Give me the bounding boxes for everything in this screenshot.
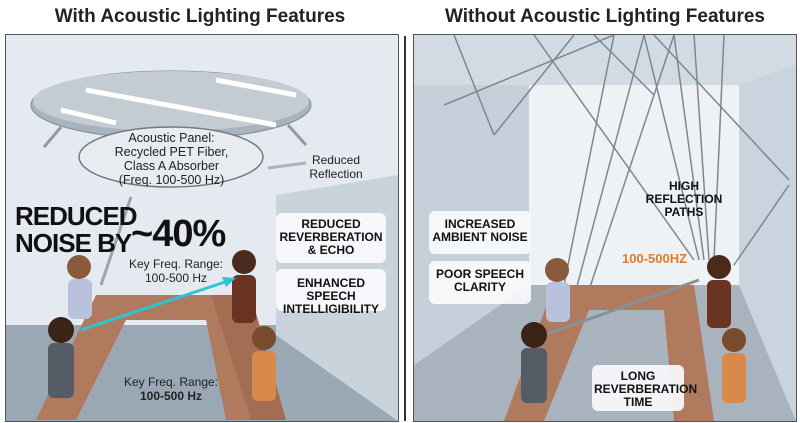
callout-poor-speech: POOR SPEECH CLARITY (429, 261, 531, 304)
callout-line: INCREASED (444, 217, 516, 231)
freq-label: 100-500HZ (622, 251, 688, 266)
noise-reduction-heading: REDUCED NOISE BY (15, 201, 138, 258)
right-scene: INCREASED AMBIENT NOISE POOR SPEECH CLAR… (413, 34, 797, 422)
key-freq-line: Key Freq. Range: (128, 257, 224, 271)
callout-line: REVERBERATION (279, 230, 383, 244)
reflection-label-line: Reduced (311, 153, 361, 167)
noise-line: REDUCED (15, 201, 138, 231)
key-freq-bottom: Key Freq. Range: 100-500 Hz (116, 375, 226, 403)
reduced-reflection-label: Reduced Reflection (296, 153, 376, 181)
callout-line: REDUCED (301, 217, 361, 231)
callout-increased-noise: INCREASED AMBIENT NOISE (429, 211, 531, 254)
callout-line: REVERBERATION (594, 382, 698, 396)
callout-line: ENHANCED SPEECH (296, 276, 365, 303)
panel-label-line: Class A Absorber (123, 159, 220, 173)
panel-label-line: Acoustic Panel: (128, 131, 215, 145)
high-reflection-label: HIGH REFLECTION PATHS (639, 175, 729, 224)
panel-label-line: (Freq. 100-500 Hz) (118, 173, 225, 187)
reflection-line: PATHS (664, 205, 704, 219)
reflection-line: REFLECTION (645, 192, 723, 206)
callout-line: INTELLIGIBILITY (283, 302, 379, 316)
key-freq-line: 100-500 Hz (144, 271, 208, 285)
callout-reduced-reverberation: REDUCED REVERBERATION & ECHO (276, 213, 386, 263)
reflection-label-line: Reflection (309, 167, 363, 181)
key-freq-top: Key Freq. Range: 100-500 Hz (121, 257, 231, 285)
callout-line: CLARITY (454, 280, 506, 294)
speech-arrow (80, 278, 232, 332)
divider (404, 36, 406, 421)
callout-enhanced-speech: ENHANCED SPEECH INTELLIGIBILITY (276, 269, 386, 316)
reflection-line: HIGH (669, 179, 699, 193)
callout-line: POOR SPEECH (435, 267, 525, 281)
noise-line: NOISE BY (15, 228, 132, 258)
callout-line: AMBIENT NOISE (432, 230, 528, 244)
right-title: Without Acoustic Lighting Features (444, 6, 765, 27)
key-freq-line: Key Freq. Range: (123, 375, 219, 389)
callout-line: LONG (620, 369, 656, 383)
noise-reduction-value: ~40% (131, 213, 226, 255)
left-title: With Acoustic Lighting Features (54, 6, 346, 27)
left-scene: Acoustic Panel: Recycled PET Fiber, Clas… (5, 34, 399, 422)
callout-long-reverb: LONG REVERBERATION TIME (592, 365, 698, 411)
acoustic-panel-label: Acoustic Panel: Recycled PET Fiber, Clas… (79, 131, 264, 187)
panel-label-line: Recycled PET Fiber, (114, 145, 229, 159)
callout-line: TIME (623, 395, 653, 409)
callout-line: & ECHO (307, 243, 355, 257)
key-freq-line: 100-500 Hz (139, 389, 203, 403)
